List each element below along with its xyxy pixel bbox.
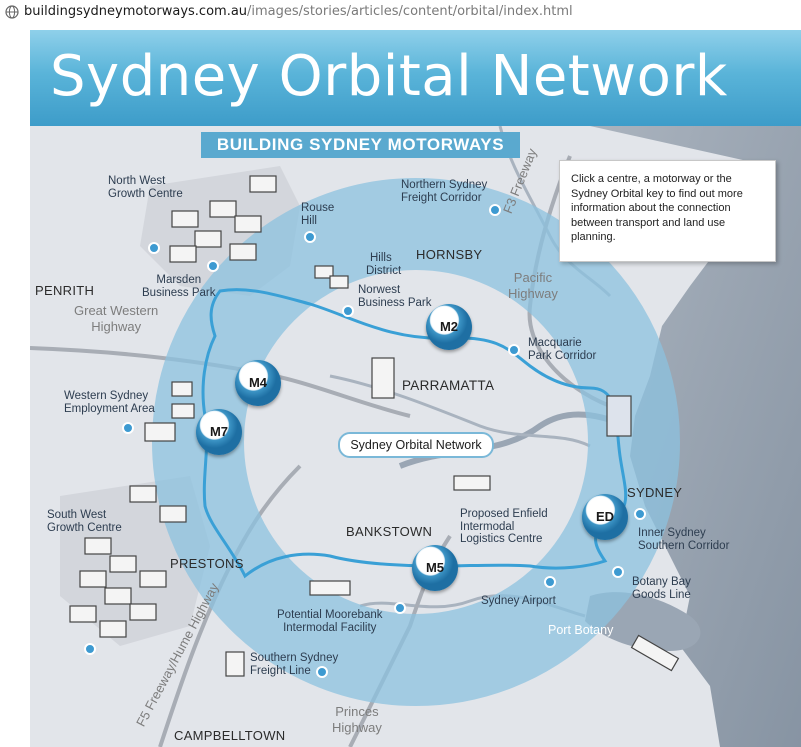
address-bar[interactable]: buildingsydneymotorways.com.au/images/st… <box>0 0 801 26</box>
label-line: Rouse <box>301 202 335 214</box>
orbital-route[interactable] <box>201 288 628 579</box>
label-line: Macquarie <box>528 337 582 349</box>
label-line: Inner Sydney <box>638 527 706 539</box>
enfield-building[interactable] <box>453 475 491 491</box>
label-line: Great Western <box>74 303 159 318</box>
label-line: Southern Corridor <box>638 539 730 552</box>
motorway-m4-marker[interactable]: M4 <box>235 360 281 406</box>
label-line: Growth Centre <box>47 521 122 534</box>
globe-icon <box>5 5 19 19</box>
label-line: Proposed Enfield <box>460 508 548 520</box>
label-line: Highway <box>508 286 558 301</box>
label-line: Intermodal Facility <box>283 621 377 634</box>
label-line: Highway <box>332 720 382 735</box>
motorway-m7-marker[interactable]: M7 <box>196 409 242 455</box>
info-text: Click a centre, a motorway or the Sydney… <box>571 173 743 243</box>
motorway-m2-marker[interactable]: M2 <box>426 304 472 350</box>
page-banner: Sydney Orbital Network <box>30 30 801 126</box>
parramatta-tower[interactable] <box>371 357 395 399</box>
label-line: Pacific <box>513 270 553 285</box>
sydney-airport-label[interactable]: Sydney Airport <box>481 595 556 608</box>
north-west-buildings[interactable] <box>169 175 277 263</box>
url-host: buildingsydneymotorways.com.au <box>24 4 248 19</box>
label-line: Business Park <box>358 296 432 309</box>
info-box: Click a centre, a motorway or the Sydney… <box>559 160 776 262</box>
parramatta-label[interactable]: PARRAMATTA <box>402 378 495 393</box>
motorway-m5-marker[interactable]: M5 <box>412 545 458 591</box>
label-line: Freight Corridor <box>401 191 482 204</box>
page-title: Sydney Orbital Network <box>50 44 728 109</box>
sydney-label[interactable]: SYDNEY <box>627 485 683 500</box>
moorebank-building[interactable] <box>309 580 351 596</box>
orbital-key-button[interactable]: Sydney Orbital Network <box>338 432 494 458</box>
label-line: Goods Line <box>632 588 691 601</box>
m4-label: M4 <box>248 375 268 390</box>
train[interactable] <box>225 651 245 677</box>
motorway-ed-marker[interactable]: ED <box>582 494 628 540</box>
m7-label: M7 <box>209 424 229 439</box>
prestons-label[interactable]: PRESTONS <box>170 556 244 571</box>
label-line: Princes <box>335 704 379 719</box>
norwest-buildings[interactable] <box>314 265 349 289</box>
label-line: Employment Area <box>64 402 155 415</box>
label-line: South West <box>47 509 107 521</box>
ed-label: ED <box>595 509 615 524</box>
hornsby-label[interactable]: HORNSBY <box>416 247 483 262</box>
label-line: Botany Bay <box>632 576 691 588</box>
label-line: District <box>366 264 402 277</box>
ocean <box>590 126 801 747</box>
western-sydney-buildings[interactable] <box>144 381 195 442</box>
label-line: Hill <box>301 214 317 227</box>
m2-label: M2 <box>439 319 459 334</box>
label-line: Growth Centre <box>108 187 183 200</box>
url-path: /images/stories/articles/content/orbital… <box>247 4 573 19</box>
label-line: Southern Sydney <box>250 652 339 664</box>
sydney-cbd-tower[interactable] <box>606 395 632 437</box>
label-line: Hills <box>370 252 392 264</box>
campbelltown-label[interactable]: CAMPBELLTOWN <box>174 728 286 743</box>
ship[interactable] <box>630 634 680 672</box>
label-line: Sydney Airport <box>481 595 556 607</box>
building-sydney-motorways-badge: BUILDING SYDNEY MOTORWAYS <box>201 132 520 158</box>
label-line: Business Park <box>142 286 216 299</box>
port-botany-label: Port Botany <box>548 623 614 637</box>
url-text[interactable]: buildingsydneymotorways.com.au/images/st… <box>24 4 573 19</box>
label-line: Norwest <box>358 284 401 296</box>
south-west-buildings[interactable] <box>69 485 187 638</box>
m5-label: M5 <box>425 560 445 575</box>
label-line: Intermodal <box>460 520 515 533</box>
penrith-label[interactable]: PENRITH <box>35 283 95 298</box>
label-line: Marsden <box>156 274 202 286</box>
label-line: Freight Line <box>250 664 311 677</box>
label-line: Logistics Centre <box>460 533 543 545</box>
label-line: Northern Sydney <box>401 179 488 191</box>
label-line: Park Corridor <box>528 349 597 362</box>
location-dots[interactable] <box>84 204 646 678</box>
label-line: Highway <box>91 319 142 334</box>
bankstown-label[interactable]: BANKSTOWN <box>346 524 433 539</box>
label-line: Potential Moorebank <box>277 609 383 621</box>
label-line: North West <box>108 175 166 187</box>
label-line: Western Sydney <box>64 390 149 402</box>
